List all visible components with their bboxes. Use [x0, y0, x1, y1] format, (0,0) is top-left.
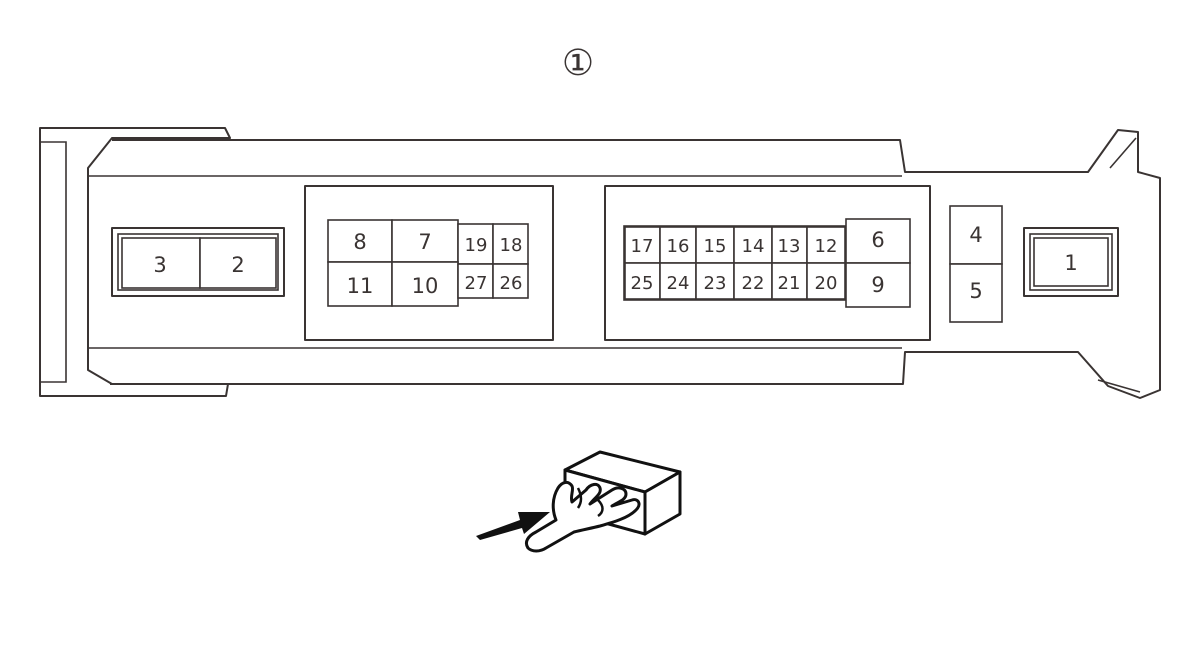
- pin-14: [733, 226, 773, 264]
- pin-15: [695, 226, 735, 264]
- pin-25-label: 25: [631, 273, 654, 294]
- pin-5-label: 5: [969, 279, 982, 303]
- pin-23-label: 23: [704, 273, 727, 294]
- pin-25: [624, 262, 661, 300]
- pin-2: [199, 237, 277, 289]
- pin-26: [492, 263, 529, 299]
- pin-block-left: 3 2: [111, 227, 285, 297]
- pin-13-label: 13: [778, 236, 801, 257]
- pin-1: [1033, 237, 1109, 287]
- pin-19-label: 19: [465, 235, 488, 256]
- pin-14-label: 14: [742, 236, 765, 257]
- pin-7: [391, 219, 459, 263]
- pin-block-4-5: 4 5: [949, 205, 1003, 323]
- pin-6-label: 6: [871, 228, 884, 252]
- pin-20-label: 20: [815, 273, 838, 294]
- pin-4: [949, 205, 1003, 265]
- pin-block-right: 1: [1023, 227, 1119, 297]
- housing-body: [110, 129, 1161, 399]
- pin-2-label: 2: [231, 253, 244, 277]
- pin-21: [771, 262, 808, 300]
- pin-24-label: 24: [667, 273, 690, 294]
- arrow-right-icon: [476, 512, 550, 540]
- pin-1-label: 1: [1064, 251, 1077, 275]
- figure-label: ①: [562, 43, 594, 84]
- pin-4-label: 4: [969, 223, 982, 247]
- pin-11-label: 11: [347, 274, 374, 298]
- pin-18-label: 18: [500, 235, 523, 256]
- pin-11: [327, 261, 393, 307]
- housing-left-end: [39, 127, 231, 397]
- pin-19: [457, 223, 494, 265]
- pin-16-label: 16: [667, 236, 690, 257]
- pin-27: [457, 263, 494, 299]
- pin-7-label: 7: [418, 230, 431, 254]
- pin-20: [806, 262, 846, 300]
- connector-housing: [39, 127, 1161, 399]
- hand-pushing-connector-icon: [524, 450, 682, 553]
- pin-block-center-left: 8 7 19 18 11 10 27 26: [304, 185, 554, 341]
- housing-rails: [88, 175, 902, 349]
- pin-9: [845, 262, 911, 308]
- pin-23: [695, 262, 735, 300]
- housing-right-latch: [1097, 137, 1141, 393]
- pin-21-label: 21: [778, 273, 801, 294]
- pin-22: [733, 262, 773, 300]
- housing-left-inner: [40, 141, 67, 383]
- pin-17-label: 17: [631, 236, 654, 257]
- pin-9-label: 9: [871, 273, 884, 297]
- pin-22-label: 22: [742, 273, 765, 294]
- pin-18: [492, 223, 529, 265]
- pin-26-label: 26: [500, 273, 523, 294]
- pin-3: [121, 237, 201, 289]
- pin-12-label: 12: [815, 236, 838, 257]
- pin-10-label: 10: [412, 274, 439, 298]
- pin-3-label: 3: [153, 253, 166, 277]
- pin-5: [949, 263, 1003, 323]
- pin-15-label: 15: [704, 236, 727, 257]
- pin-block-center-right: 17 16 15 14 13 12 25 24 23 22 21 20 6 9: [604, 185, 931, 341]
- view-indicator: [476, 450, 682, 553]
- pin-8-label: 8: [353, 230, 366, 254]
- pin-6: [845, 218, 911, 264]
- pin-27-label: 27: [465, 273, 488, 294]
